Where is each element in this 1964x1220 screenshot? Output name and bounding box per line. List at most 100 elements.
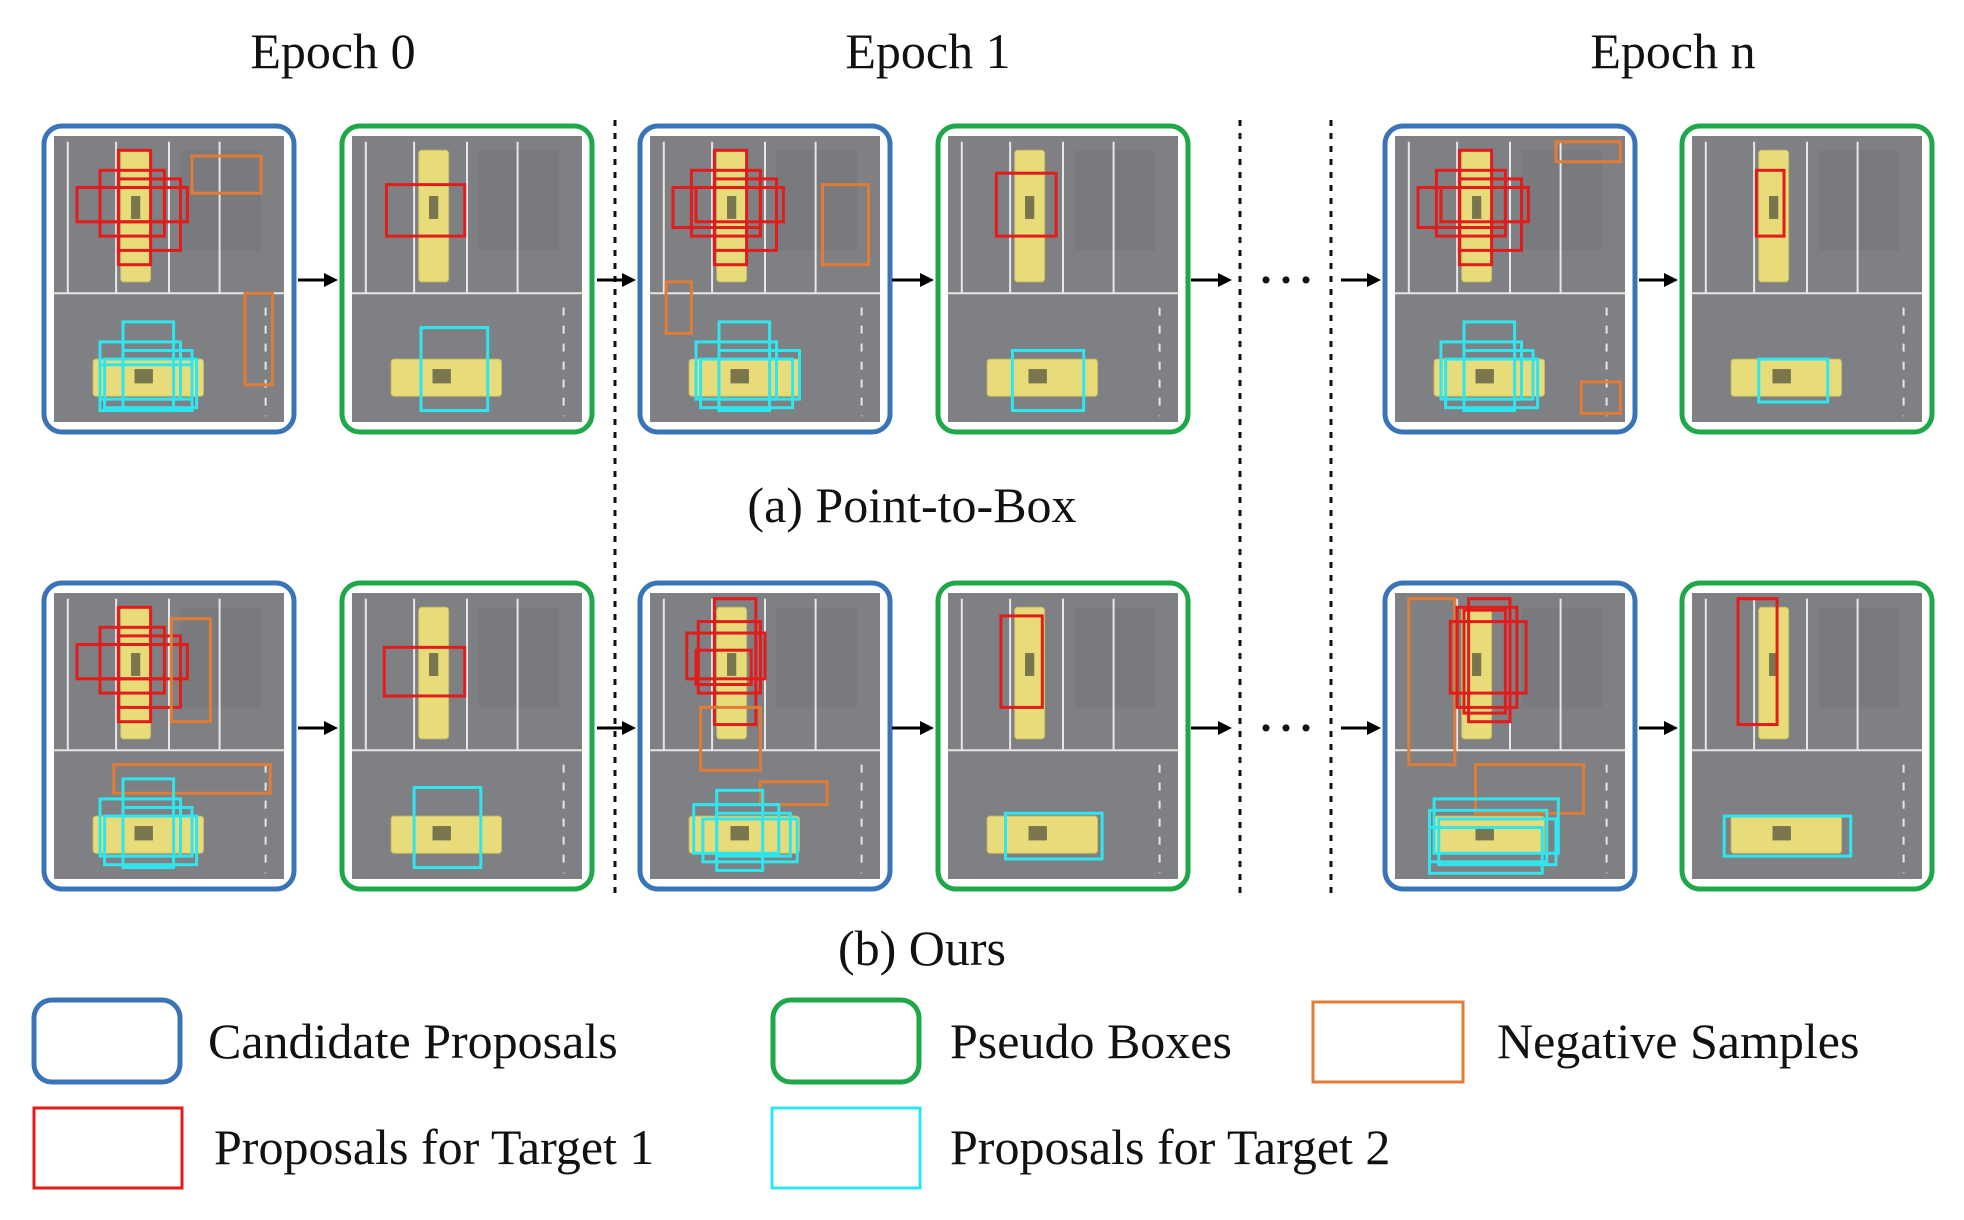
proposal-target-1-box: [712, 177, 779, 252]
proposal-target-1-box: [694, 648, 753, 687]
proposal-target-1-box: [712, 597, 758, 727]
legend: Candidate Proposals Pseudo Boxes Negativ…: [31, 997, 1859, 1190]
caption-ours: (b) Ours: [838, 920, 1006, 976]
aerial-image: [54, 593, 284, 879]
proposal-boxes: [75, 148, 274, 413]
candidate-proposal-frame: [41, 123, 297, 435]
pseudo-box-frame: [339, 580, 595, 892]
row-point-to-box: [41, 123, 1935, 435]
ground-texture: [1818, 150, 1899, 251]
bus-roof-vent: [727, 196, 737, 219]
legend-swatch-target2: [770, 1106, 922, 1190]
proposal-target-1-box: [116, 177, 182, 252]
arrow: [892, 273, 934, 287]
proposal-boxes: [999, 614, 1104, 861]
negative-sample-box: [1554, 140, 1622, 164]
bus-roof-vent: [1772, 369, 1791, 384]
bus-roof-vent: [134, 826, 153, 841]
ground-texture: [180, 607, 261, 708]
proposal-target-1-box: [1439, 185, 1530, 224]
legend-label-target1: Proposals for Target 1: [214, 1119, 654, 1175]
aerial-image: [352, 136, 582, 422]
negative-sample-box: [190, 154, 263, 195]
ground-texture: [180, 150, 261, 251]
arrow: [298, 721, 338, 735]
proposal-target-2-box: [103, 357, 199, 410]
negative-sample-box: [758, 780, 829, 807]
proposal-boxes: [75, 605, 272, 870]
row-ours: [41, 580, 1935, 892]
parking-lines: [650, 141, 880, 417]
arrow: [892, 721, 934, 735]
flow-arrows: [298, 273, 1678, 735]
negative-sample-box: [664, 280, 693, 335]
panel-pseudo-epoch-2: [1679, 123, 1935, 435]
aerial-image: [1395, 136, 1625, 422]
bus-roof-vent: [432, 369, 451, 384]
proposal-target-2-box: [1004, 811, 1104, 861]
negative-sample-box: [1407, 597, 1457, 767]
panel-candidate-epoch-2: [1382, 123, 1638, 435]
arrow: [1341, 721, 1381, 735]
ground-texture: [1521, 150, 1602, 251]
negative-sample-box: [112, 763, 272, 795]
ellipsis-row-a: ···: [1256, 247, 1316, 313]
arrow: [1639, 273, 1678, 287]
parking-lines: [352, 141, 582, 417]
proposal-target-1-box: [382, 645, 467, 698]
proposal-target-2-box: [699, 357, 795, 410]
proposal-target-1-box: [1448, 620, 1528, 695]
proposal-target-2-box: [98, 363, 194, 413]
proposal-target-2-box: [692, 803, 781, 855]
bus-roof-vent: [1475, 826, 1494, 841]
proposal-target-1-box: [694, 185, 785, 224]
parking-lines: [1395, 141, 1625, 417]
panel-pseudo-epoch-1: [935, 580, 1191, 892]
parking-lines: [54, 598, 284, 874]
ground-texture: [478, 150, 559, 251]
bus-roof-vent: [1769, 196, 1779, 219]
legend-swatch-negative: [1311, 1000, 1465, 1084]
negative-sample-box: [821, 183, 870, 267]
arrow: [597, 721, 636, 735]
panel-pseudo-epoch-0: [339, 123, 595, 435]
legend-label-negative: Negative Samples: [1497, 1013, 1859, 1069]
bus-roof-vent: [730, 826, 749, 841]
arrow: [298, 273, 338, 287]
panel-candidate-epoch-0: [41, 580, 297, 892]
proposal-target-2-box: [1437, 817, 1558, 867]
bus-roof-vent: [730, 369, 749, 384]
parking-lines: [1692, 141, 1922, 417]
proposal-target-2-box: [1757, 357, 1830, 404]
ground-texture: [1074, 150, 1155, 251]
proposal-target-1-box: [116, 634, 182, 709]
proposal-target-1-box: [1455, 605, 1519, 709]
aerial-image: [948, 593, 1178, 879]
proposal-boxes: [1722, 597, 1853, 858]
caption-point-to-box: (a) Point-to-Box: [747, 477, 1076, 533]
candidate-proposal-frame: [637, 580, 893, 892]
ground-texture: [1074, 607, 1155, 708]
proposal-target-2-box: [412, 785, 483, 870]
ground-texture: [776, 607, 857, 708]
parking-lines: [948, 598, 1178, 874]
proposal-target-1-box: [1736, 597, 1779, 727]
panel-pseudo-epoch-0: [339, 580, 595, 892]
bus-roof-vent: [1025, 196, 1035, 219]
proposal-boxes: [1754, 168, 1830, 404]
panel-candidate-epoch-1: [637, 580, 893, 892]
pseudo-box-frame: [1679, 123, 1935, 435]
proposal-target-2-box: [1428, 826, 1544, 875]
negative-sample-box: [169, 617, 212, 724]
panel-candidate-epoch-1: [637, 123, 893, 435]
proposal-target-1-box: [994, 171, 1058, 238]
panel-pseudo-epoch-2: [1679, 580, 1935, 892]
bus-roof-vent: [134, 369, 153, 384]
proposal-boxes: [664, 148, 870, 413]
aerial-image: [1692, 136, 1922, 422]
ground-texture: [776, 150, 857, 251]
panel-candidate-epoch-0: [41, 123, 297, 435]
proposal-target-1-box: [696, 620, 762, 695]
bus-roof-vent: [1028, 369, 1047, 384]
proposal-target-2-box: [701, 817, 799, 864]
